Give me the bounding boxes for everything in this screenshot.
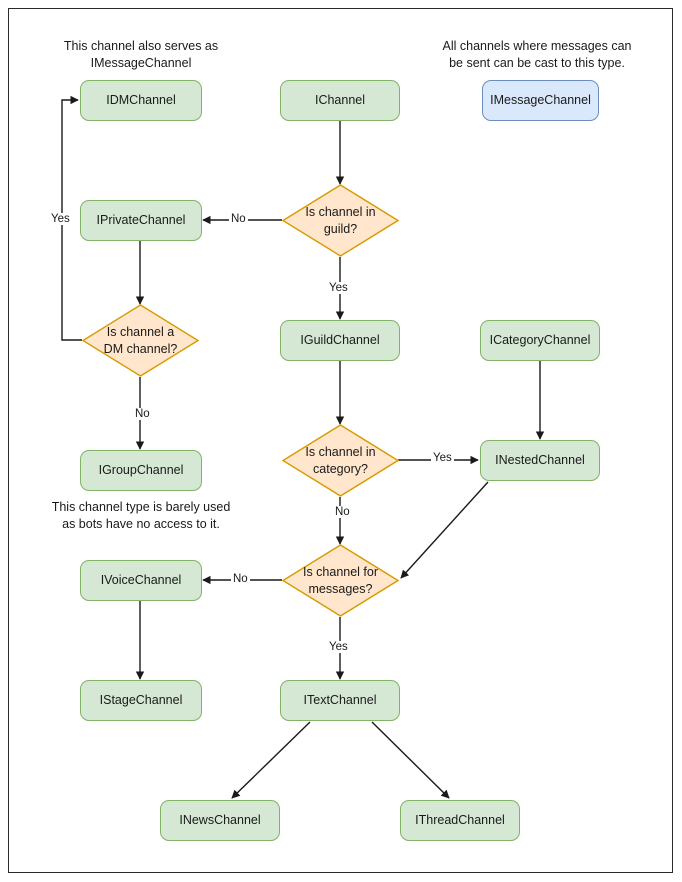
edge-label-dm-yes: Yes (49, 213, 72, 225)
note-message-channel: All channels where messages can be sent … (442, 39, 632, 70)
node-iprivatechannel-label: IPrivateChannel (96, 212, 186, 227)
node-icategorychannel-label: ICategoryChannel (489, 332, 591, 347)
edge-label-category-no: No (333, 506, 352, 518)
node-inestedchannel-label: INestedChannel (495, 452, 585, 467)
node-iguildchannel-label: IGuildChannel (300, 332, 380, 347)
decision-in-guild[interactable]: Is channel in guild? (281, 184, 400, 257)
node-ivoicechannel[interactable]: IVoiceChannel (80, 560, 202, 601)
node-ivoicechannel-label: IVoiceChannel (100, 572, 182, 587)
edge-label-dm-no: No (133, 408, 152, 420)
node-istagechannel-label: IStageChannel (99, 692, 183, 707)
node-iprivatechannel[interactable]: IPrivateChannel (80, 200, 202, 241)
node-inewschannel[interactable]: INewsChannel (160, 800, 280, 841)
node-igroupchannel-label: IGroupChannel (98, 462, 184, 477)
decision-is-dm[interactable]: Is channel a DM channel? (81, 304, 200, 377)
node-ithreadchannel[interactable]: IThreadChannel (400, 800, 520, 841)
node-itextchannel-label: ITextChannel (303, 692, 377, 707)
node-imessagechannel[interactable]: IMessageChannel (482, 80, 599, 121)
edge-label-messages-yes: Yes (327, 641, 350, 653)
edge-label-guild-no: No (229, 213, 248, 225)
node-itextchannel[interactable]: ITextChannel (280, 680, 400, 721)
edge-label-category-yes: Yes (431, 452, 454, 464)
note-dm-channel: This channel also serves as IMessageChan… (63, 39, 219, 70)
edge-label-guild-yes: Yes (327, 282, 350, 294)
node-igroupchannel[interactable]: IGroupChannel (80, 450, 202, 491)
edge-itextchannel-to-ithreadchannel (371, 721, 450, 799)
node-imessagechannel-label: IMessageChannel (490, 92, 591, 107)
note-group-channel: This channel type is barely used as bots… (51, 500, 231, 531)
node-iguildchannel[interactable]: IGuildChannel (280, 320, 400, 361)
edge-itextchannel-to-inewschannel (231, 721, 311, 799)
node-ithreadchannel-label: IThreadChannel (415, 812, 505, 827)
node-istagechannel[interactable]: IStageChannel (80, 680, 202, 721)
node-ichannel[interactable]: IChannel (280, 80, 400, 121)
node-inestedchannel[interactable]: INestedChannel (480, 440, 600, 481)
node-ichannel-label: IChannel (314, 92, 366, 107)
edge-label-messages-no: No (231, 573, 250, 585)
decision-for-messages[interactable]: Is channel for messages? (281, 544, 400, 617)
node-idmchannel[interactable]: IDMChannel (80, 80, 202, 121)
edge-inestedchannel-to-for-messages (400, 481, 489, 579)
node-icategorychannel[interactable]: ICategoryChannel (480, 320, 600, 361)
node-inewschannel-label: INewsChannel (179, 812, 261, 827)
decision-in-category[interactable]: Is channel in category? (281, 424, 400, 497)
node-idmchannel-label: IDMChannel (106, 92, 176, 107)
